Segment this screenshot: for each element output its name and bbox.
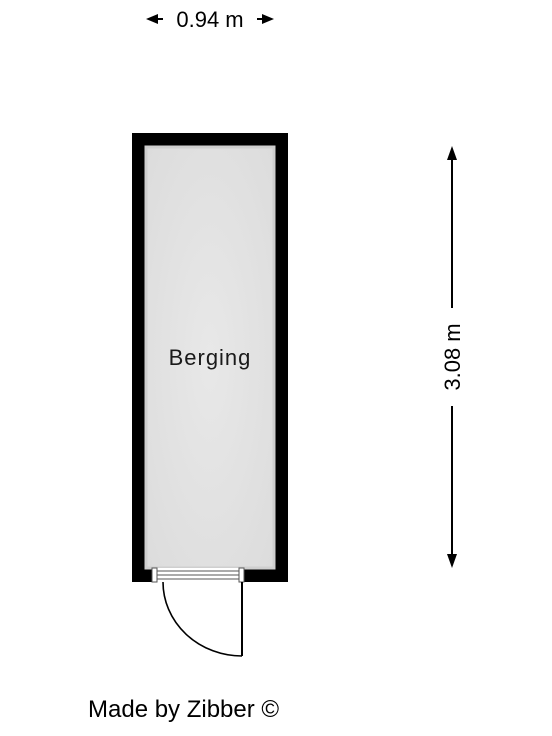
length-dimension: 3.08 m: [440, 146, 465, 568]
width-dimension: 0.94 m: [146, 7, 274, 32]
door-swing-arc: [162, 581, 243, 657]
length-arrow-top-icon: [447, 146, 457, 160]
room-label: Berging: [169, 345, 252, 370]
room-floor: [146, 147, 274, 568]
door: [151, 567, 245, 657]
length-dimension-label: 3.08 m: [440, 323, 465, 390]
width-arrow-left-icon: [146, 14, 158, 24]
door-leaf: [241, 582, 243, 656]
width-dimension-label: 0.94 m: [176, 7, 243, 32]
width-arrow-right-icon: [262, 14, 274, 24]
length-arrow-bottom-icon: [447, 554, 457, 568]
credit-text: Made by Zibber ©: [88, 696, 280, 723]
